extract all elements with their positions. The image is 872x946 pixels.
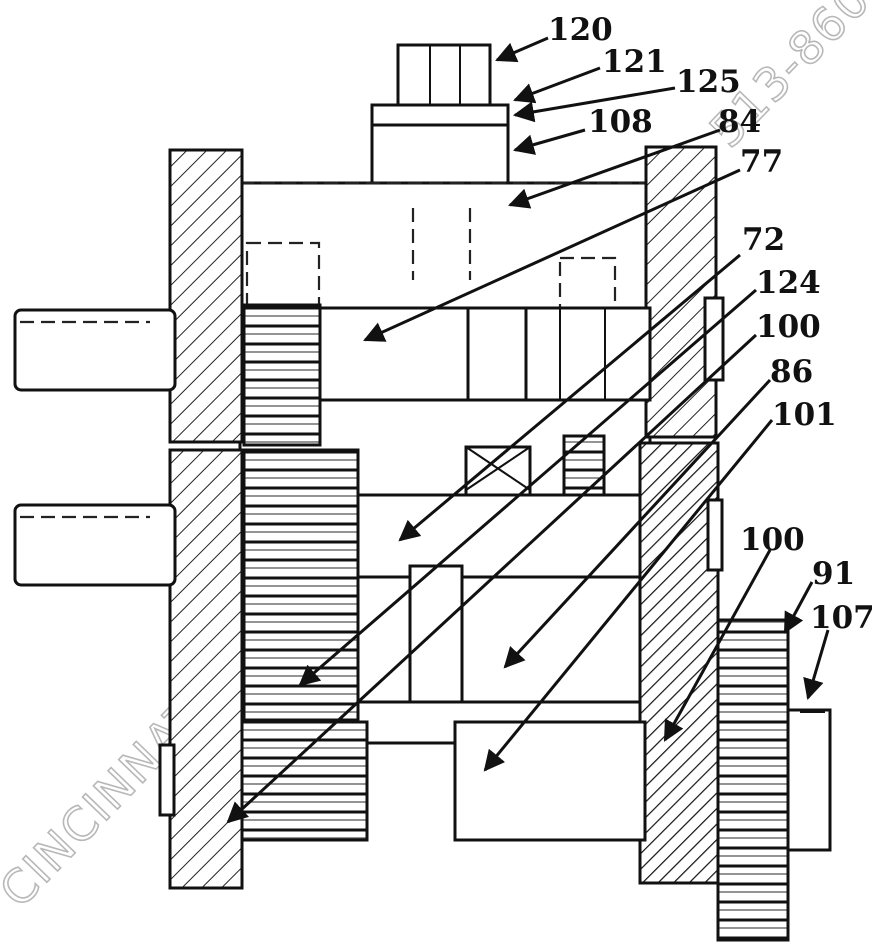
right-wall-lower: [638, 441, 720, 885]
callout-124: 124: [756, 265, 821, 301]
leader-lines: [226, 36, 830, 824]
output-hub: [786, 708, 832, 852]
left-wall-lower: [168, 448, 244, 890]
callout-77: 77: [740, 144, 783, 180]
bolt-head: [396, 43, 492, 107]
right-wall-upper: [644, 145, 718, 439]
left-wall-upper: [168, 148, 244, 444]
callout-125: 125: [676, 64, 741, 100]
callout-86: 86: [770, 354, 813, 390]
upper-hub: [466, 306, 528, 402]
callout-84: 84: [718, 104, 761, 140]
stipple-block: [408, 564, 464, 704]
callout-100-upper: 100: [756, 309, 821, 345]
washer: [370, 103, 510, 127]
callout-labels: 120 121 125 108 84 77 72 124 100 86 101 …: [548, 12, 872, 636]
callout-101: 101: [772, 397, 837, 433]
callout-108: 108: [588, 104, 653, 140]
input-shaft-upper: [13, 308, 177, 392]
lower-block: [356, 575, 642, 704]
upper-pinion: [242, 303, 322, 447]
bottom-gear: [240, 720, 369, 842]
callout-120: 120: [548, 12, 613, 48]
bottom-shaft: [453, 720, 647, 842]
callout-100-lower: 100: [740, 522, 805, 558]
output-gear: [716, 618, 790, 942]
right-bearing-upper: [703, 296, 725, 382]
left-bearing-bottom: [158, 743, 176, 817]
callout-72: 72: [742, 222, 785, 258]
callout-121: 121: [602, 44, 667, 80]
input-shaft-lower: [13, 503, 177, 587]
callout-107: 107: [810, 600, 872, 636]
cluster-gear: [242, 448, 360, 722]
callout-91: 91: [812, 556, 855, 592]
right-bearing-middle: [706, 498, 724, 572]
